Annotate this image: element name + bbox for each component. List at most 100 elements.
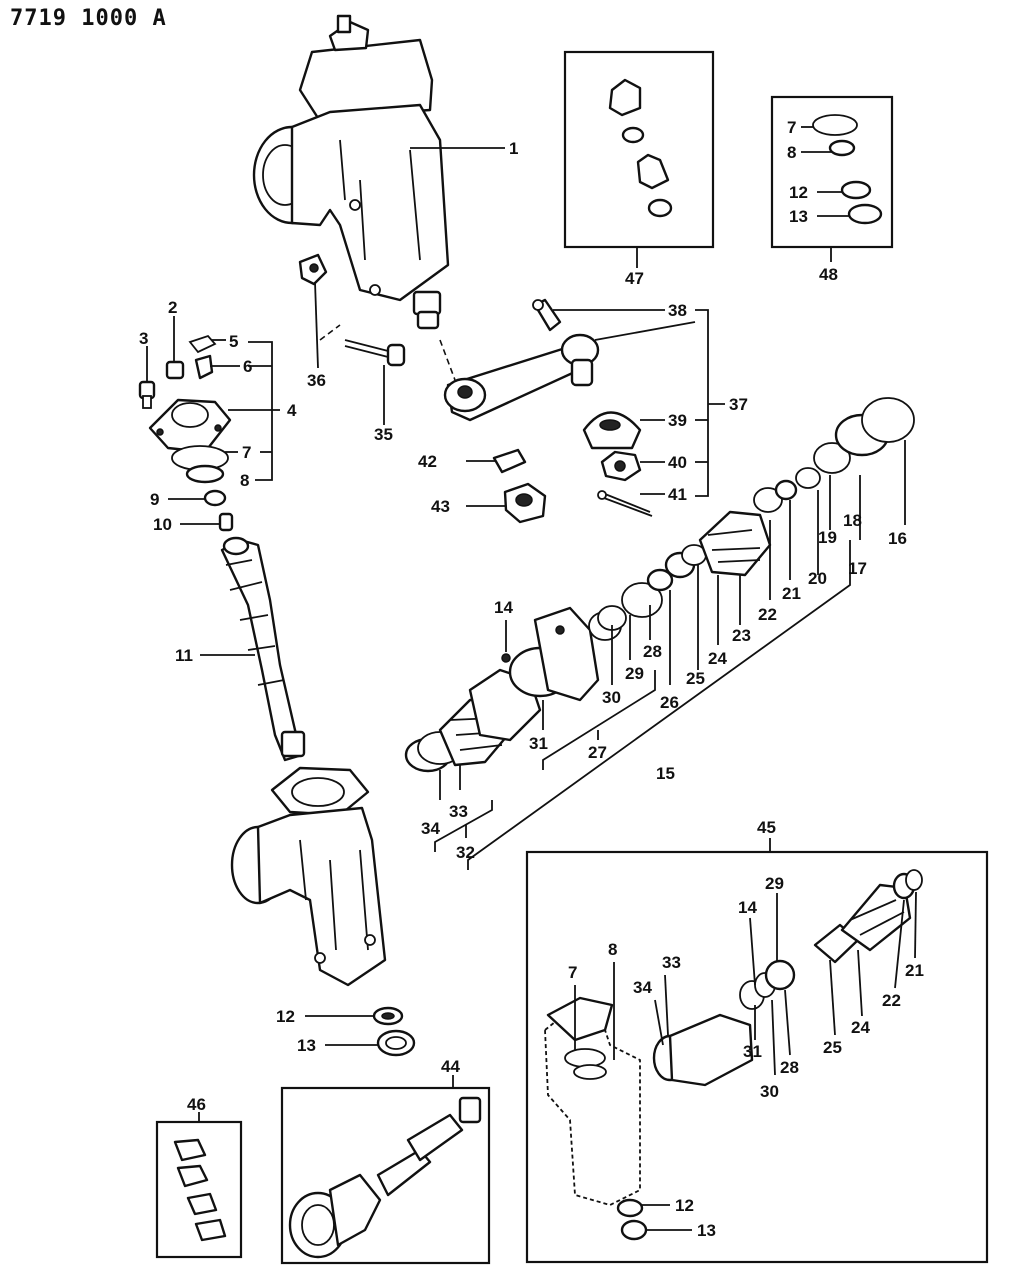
callout-29: 29 [625, 664, 644, 683]
callout-35: 35 [374, 425, 393, 444]
bolt-3 [138, 380, 156, 409]
callout-kit45-29: 29 [765, 874, 784, 893]
label-kit-44: 44 [441, 1057, 460, 1076]
callout-4: 4 [287, 401, 297, 420]
callout-kit48-8: 8 [787, 143, 796, 162]
callout-kit45-25: 25 [823, 1038, 842, 1057]
callout-39: 39 [668, 411, 687, 430]
callout-labels: 1 2 3 4 5 6 7 8 9 10 11 12 13 14 15 16 1… [139, 118, 924, 1240]
callout-21: 21 [782, 584, 801, 603]
label-kit-45: 45 [757, 818, 776, 837]
callout-kit45-24: 24 [851, 1018, 870, 1037]
callout-6: 6 [243, 357, 252, 376]
pitman-arm [443, 333, 600, 422]
callout-19: 19 [818, 528, 837, 547]
top-cover-4 [148, 398, 232, 454]
callout-kit48-12: 12 [789, 183, 808, 202]
adjust-screw-2 [165, 360, 185, 380]
callout-1: 1 [509, 139, 518, 158]
connector-36-35 [319, 324, 341, 341]
washer-9 [203, 489, 227, 507]
seal-12-lower [372, 1006, 404, 1026]
callout-40: 40 [668, 453, 687, 472]
callout-kit45-31: 31 [743, 1042, 762, 1061]
kit-box-47 [563, 50, 715, 249]
callout-kit48-7: 7 [787, 118, 796, 137]
callout-42: 42 [418, 452, 437, 471]
kit-box-45 [525, 850, 989, 1264]
callout-30: 30 [602, 688, 621, 707]
steering-gear-box-lower [230, 766, 387, 987]
callout-kit45-13: 13 [697, 1221, 716, 1240]
callout-3: 3 [139, 329, 148, 348]
callout-2: 2 [168, 298, 177, 317]
callout-5: 5 [229, 332, 238, 351]
steering-gear-box-upper [252, 14, 450, 330]
callout-14: 14 [494, 598, 513, 617]
leader-lines [146, 126, 917, 1231]
callout-kit45-12: 12 [675, 1196, 694, 1215]
lock-washer-42 [492, 448, 527, 474]
callout-kit45-21: 21 [905, 961, 924, 980]
cotter-pin-41 [597, 490, 653, 517]
callout-38: 38 [668, 301, 687, 320]
callout-32: 32 [456, 843, 475, 862]
callout-12-lower: 12 [276, 1007, 295, 1026]
kit-46-seals [173, 1138, 227, 1242]
bushing-36 [298, 253, 328, 286]
boot-39 [582, 411, 642, 450]
callout-8: 8 [240, 471, 249, 490]
callout-27: 27 [588, 743, 607, 762]
callout-13-lower: 13 [297, 1036, 316, 1055]
callout-31: 31 [529, 734, 548, 753]
callout-17: 17 [848, 559, 867, 578]
kit-box-48 [770, 95, 894, 249]
callout-34: 34 [421, 819, 440, 838]
grease-fitting-38 [532, 298, 562, 332]
callout-26: 26 [660, 693, 679, 712]
callout-11: 11 [175, 646, 193, 665]
kit-47-parts [608, 78, 673, 218]
callout-33: 33 [449, 802, 468, 821]
callout-15: 15 [656, 764, 675, 783]
callout-kit48-13: 13 [789, 207, 808, 226]
callout-36: 36 [307, 371, 326, 390]
nut-43 [503, 482, 547, 524]
callout-kit45-30: 30 [760, 1082, 779, 1101]
callout-28: 28 [643, 642, 662, 661]
callout-kit45-28: 28 [780, 1058, 799, 1077]
o-ring-7-8 [171, 445, 229, 484]
castle-nut-40 [600, 450, 642, 482]
seal-13-lower [376, 1029, 416, 1057]
callout-23: 23 [732, 626, 751, 645]
kit-box-44 [280, 1086, 491, 1265]
kit-44-worm-shaft [288, 1096, 482, 1259]
callout-24: 24 [708, 649, 727, 668]
callout-9: 9 [150, 490, 159, 509]
callout-37: 37 [729, 395, 748, 414]
callout-20: 20 [808, 569, 827, 588]
screw-10 [218, 512, 234, 532]
diagram-code: 7719 1000 A [10, 6, 167, 31]
callout-41: 41 [668, 485, 687, 504]
callout-7: 7 [242, 443, 251, 462]
callout-43: 43 [431, 497, 450, 516]
worm-assembly-exploded [404, 397, 915, 773]
label-kit-47: 47 [625, 269, 644, 288]
callout-10: 10 [153, 515, 172, 534]
label-kit-46: 46 [187, 1095, 206, 1114]
label-kit-48: 48 [819, 265, 838, 284]
plug-5-6 [188, 334, 217, 380]
bolt-35 [344, 339, 406, 367]
callout-kit45-22: 22 [882, 991, 901, 1010]
callout-kit45-8: 8 [608, 940, 617, 959]
callout-16: 16 [888, 529, 907, 548]
callout-kit45-34: 34 [633, 978, 652, 997]
kit-45-assembly [544, 869, 923, 1241]
callout-18: 18 [843, 511, 862, 530]
connector-box-arm [439, 339, 456, 381]
callout-kit45-7: 7 [568, 963, 577, 982]
callout-kit45-33: 33 [662, 953, 681, 972]
